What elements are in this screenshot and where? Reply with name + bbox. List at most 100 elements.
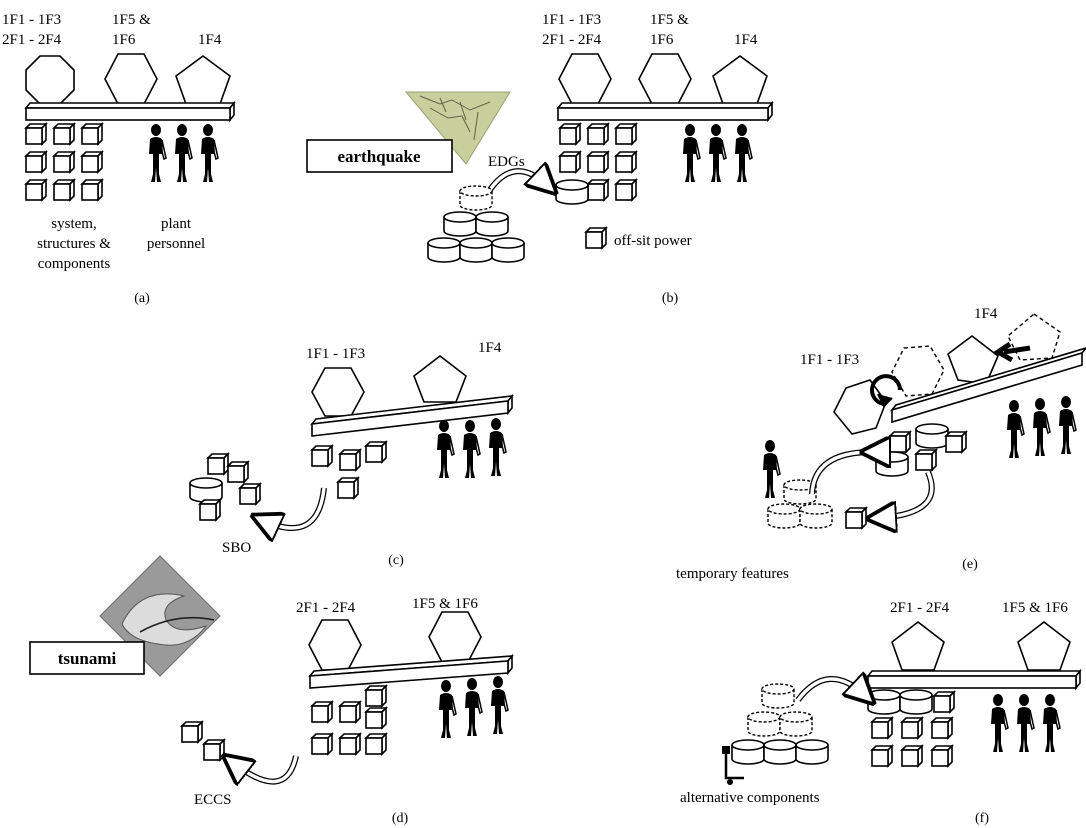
edg-drum-stack (427, 185, 525, 263)
person-icon (734, 123, 753, 183)
pentagon-unit (413, 354, 467, 403)
component-cube (365, 707, 387, 729)
label-1f5-1f6: 1F5 & 1F6 (412, 596, 478, 612)
person-icon (1016, 693, 1035, 753)
balance-beam (24, 100, 236, 123)
component-cube (227, 461, 249, 483)
balance-beam-tilted (889, 347, 1086, 424)
label-1f1-1f3: 1F1 - 1F3 (542, 12, 601, 28)
caption-b: (b) (662, 291, 679, 306)
label-2f1-2f4: 2F1 - 2F4 (2, 32, 62, 48)
person-icon (438, 679, 457, 739)
component-cube (311, 701, 333, 723)
edg-drum-icon (459, 185, 493, 211)
offsite-power-cube (585, 227, 607, 249)
temporary-features-label: temporary features (676, 566, 789, 582)
curved-arrow (809, 449, 873, 495)
component-cube (901, 745, 923, 767)
label-1f4: 1F4 (478, 340, 502, 356)
component-cube (339, 701, 361, 723)
label-2f1-2f4: 2F1 - 2F4 (296, 600, 356, 616)
person-icon (490, 675, 509, 735)
person-icon (1032, 397, 1051, 457)
component-cube (365, 441, 387, 463)
label-1f5-1f6: 1F5 & 1F6 (1002, 600, 1068, 616)
ssc-cube-grid (25, 123, 103, 201)
label-1f5-amp: 1F5 & (650, 12, 689, 28)
panel-c: 1F1 - 1F3 1F4 SBO ( (189, 340, 514, 568)
tsunami-box (29, 641, 145, 675)
component-cube (615, 123, 637, 145)
pentagon-unit-dashed (1007, 313, 1061, 361)
person-icon (148, 123, 167, 183)
earthquake-ground-icon (404, 91, 511, 165)
edg-drum-icon (875, 451, 909, 477)
label-1f1-1f3: 1F1 - 1F3 (306, 346, 365, 362)
person-icon (174, 123, 193, 183)
edg-drum-icon (427, 237, 461, 263)
component-cube (871, 745, 893, 767)
balance-beam-tilted (308, 653, 514, 689)
component-cube (945, 431, 967, 453)
edg-drum-icon (767, 503, 801, 529)
edg-drum-icon (731, 739, 765, 765)
ssc-label-line2: structures & (37, 236, 111, 252)
component-cube (587, 123, 609, 145)
component-cube (871, 717, 893, 739)
edg-drum-icon (899, 689, 933, 715)
person-icon (464, 677, 483, 737)
person-icon (1058, 395, 1077, 455)
earthquake-label: earthquake (337, 147, 421, 166)
left-arrow-icon (993, 341, 1031, 363)
personnel-group (148, 123, 219, 183)
component-cube (615, 151, 637, 173)
hand-truck-icon (722, 746, 744, 785)
component-cube (339, 733, 361, 755)
person-icon (990, 693, 1009, 753)
personnel-group (438, 675, 509, 739)
component-cube (337, 477, 359, 499)
sbo-label: SBO (222, 540, 251, 556)
temporary-drum-stack (767, 479, 833, 529)
curved-arrow (877, 470, 935, 521)
component-cube (889, 431, 911, 453)
component-cube (311, 445, 333, 467)
person-icon (436, 419, 455, 479)
hexagon-unit (104, 53, 158, 105)
edgs-label: EDGs (488, 154, 525, 170)
label-1f6: 1F6 (650, 32, 674, 48)
person-icon (1006, 399, 1025, 459)
component-cube (365, 733, 387, 755)
hexagon-unit (428, 611, 482, 663)
balance-beam (866, 668, 1082, 691)
label-1f5-amp: 1F5 & (112, 12, 151, 28)
panel-f: 2F1 - 2F4 1F5 & 1F6 (680, 600, 1082, 826)
component-cube (845, 507, 867, 529)
edg-drum-icon (779, 711, 813, 737)
hexagon-unit (308, 619, 362, 671)
label-1f1-1f3: 1F1 - 1F3 (2, 12, 61, 28)
component-cube (203, 739, 225, 761)
component-cube (311, 733, 333, 755)
edg-drum-icon (799, 503, 833, 529)
tsunami-label: tsunami (58, 649, 117, 668)
component-cube (931, 717, 953, 739)
edg-drum-icon (555, 179, 589, 205)
edg-drum-icon (189, 477, 223, 503)
component-cube (901, 717, 923, 739)
label-2f1-2f4: 2F1 - 2F4 (890, 600, 950, 616)
edg-drum-icon (747, 711, 781, 737)
component-cube (53, 151, 75, 173)
personnel-group (436, 417, 507, 479)
component-cube (25, 151, 47, 173)
label-1f1-1f3: 1F1 - 1F3 (800, 352, 859, 368)
caption-d: (d) (392, 811, 409, 826)
earthquake-box (306, 139, 453, 173)
caption-c: (c) (388, 553, 404, 568)
component-cube (615, 179, 637, 201)
eccs-label: ECCS (194, 792, 232, 808)
component-cube (931, 745, 953, 767)
label-2f1-2f4: 2F1 - 2F4 (542, 32, 602, 48)
component-cube (25, 123, 47, 145)
caption-e: (e) (962, 557, 978, 572)
